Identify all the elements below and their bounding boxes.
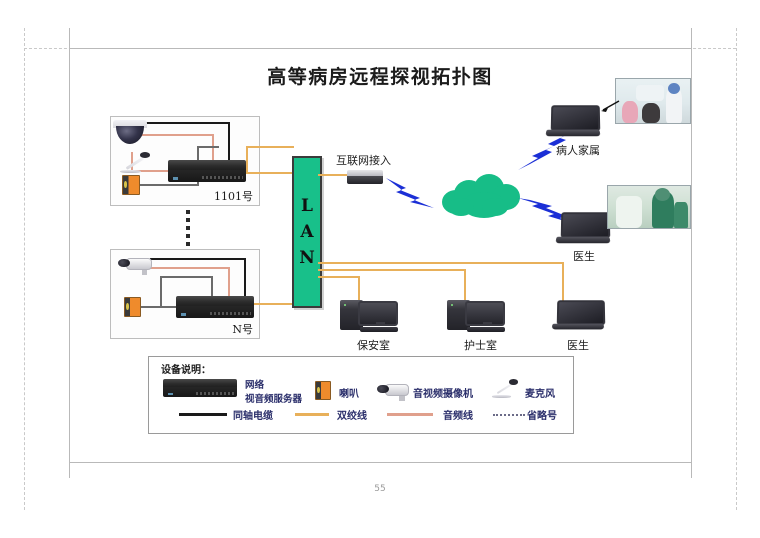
- wire-audio-bullet-h: [150, 267, 229, 269]
- wire-audio-bullet-v: [228, 267, 230, 301]
- wire-speaker-n-left: [160, 276, 162, 307]
- legend-title: 设备说明：: [161, 365, 211, 376]
- legend-server-label-line1: 网络: [245, 380, 265, 391]
- desktop-pc-nurse-station: [447, 298, 505, 332]
- wire-tp-drop-security: [358, 276, 360, 300]
- legend-line-twisted-pair-label: 双绞线: [337, 411, 367, 422]
- internet-cloud-icon: [440, 174, 524, 220]
- wire-coax-dome-h: [132, 122, 230, 124]
- legend-speaker-icon: [315, 381, 331, 400]
- margin-line-bottom: [69, 462, 691, 463]
- wire-audio-cam-h: [131, 134, 213, 136]
- legend-microphone-icon: [489, 379, 519, 399]
- legend-box: 设备说明： 网络 视音频服务器 喇叭 音视频摄像机 麦克风 同轴电缆 双绞线 音…: [148, 356, 574, 434]
- photo-ward-scene: [615, 78, 691, 124]
- speaker-icon-room-1101: [122, 175, 140, 195]
- margin-line-left: [69, 28, 70, 478]
- laptop-icon-patient-family: [545, 105, 602, 137]
- room-label-1101: 1101号: [214, 190, 253, 203]
- label-doctor-station: 医生: [567, 339, 589, 352]
- legend-server-icon: [163, 379, 237, 397]
- page-number: 55: [374, 484, 386, 494]
- margin-line-top: [69, 48, 691, 49]
- wire-tp-drop-doctor: [562, 262, 564, 308]
- lan-letter-n: N: [299, 248, 315, 268]
- wire-speaker-n-v: [211, 276, 213, 308]
- lan-letter-l: L: [301, 196, 313, 216]
- dome-camera-icon: [113, 120, 147, 144]
- wire-speaker-h: [136, 184, 198, 186]
- label-remote-doctor: 医生: [573, 250, 595, 263]
- wire-speaker-n-h: [132, 306, 212, 308]
- wire-tp-room2-h: [254, 303, 296, 305]
- bolt-router-to-cloud: [386, 178, 434, 208]
- legend-line-audio: [387, 413, 433, 416]
- bolt-cloud-to-doctor: [518, 198, 580, 226]
- room-ellipsis-dots: [186, 210, 190, 246]
- wire-tp-bus-1: [318, 262, 564, 264]
- page-guide-right: [736, 28, 737, 510]
- lan-letter-a: A: [300, 222, 314, 242]
- label-security-room: 保安室: [357, 339, 390, 352]
- wire-tp-room1-top: [246, 146, 294, 148]
- wire-speaker-n-top: [160, 276, 212, 278]
- wire-coax-bullet-v: [244, 258, 246, 300]
- internet-access-label: 互联网接入: [336, 154, 391, 167]
- wire-coax-bullet-h: [150, 258, 246, 260]
- margin-line-right: [691, 28, 692, 478]
- legend-line-ellipsis-label: 省略号: [527, 411, 557, 422]
- label-patient-family: 病人家属: [556, 144, 600, 157]
- wire-tp-bus-3: [318, 276, 360, 278]
- laptop-icon-remote-doctor: [555, 212, 612, 244]
- video-server-icon-room-1101: [168, 160, 246, 182]
- wire-tp-lan-router: [318, 174, 354, 176]
- legend-camera-icon: [377, 381, 409, 401]
- video-server-icon-room-n: [176, 296, 254, 318]
- wire-coax-dome-v: [228, 122, 230, 164]
- legend-line-twisted-pair: [295, 413, 329, 416]
- page-guide-left: [24, 28, 25, 510]
- bullet-camera-icon: [118, 255, 152, 275]
- legend-line-coax: [179, 413, 227, 416]
- wire-tp-drop-nurse: [464, 269, 466, 300]
- lan-bar: L A N: [292, 156, 322, 308]
- arrow-family-photo: [601, 100, 620, 112]
- legend-line-coax-label: 同轴电缆: [233, 411, 273, 422]
- wire-audio-cam-v: [212, 134, 214, 166]
- wire-tp-bus-2: [318, 269, 466, 271]
- room-label-n: N号: [232, 323, 253, 336]
- speaker-icon-room-n: [124, 297, 141, 317]
- page-title: 高等病房远程探视拓扑图: [267, 66, 493, 88]
- wire-tp-room1-h: [246, 172, 294, 174]
- microphone-icon: [117, 152, 151, 174]
- legend-line-audio-label: 音频线: [443, 411, 473, 422]
- legend-speaker-label: 喇叭: [339, 389, 359, 400]
- wire-speaker-top: [197, 146, 219, 148]
- laptop-icon-doctor-station: [551, 300, 606, 330]
- desktop-pc-security-room: [340, 298, 398, 332]
- legend-line-ellipsis: [493, 414, 525, 416]
- photo-surgery-scene: [607, 185, 691, 229]
- legend-microphone-label: 麦克风: [525, 389, 555, 400]
- router-icon: [347, 170, 383, 184]
- legend-server-label-line2: 视音频服务器: [245, 394, 303, 405]
- legend-camera-label: 音视频摄像机: [413, 389, 473, 400]
- label-nurse-station: 护士室: [464, 339, 497, 352]
- wire-tp-room1-v1: [246, 146, 248, 174]
